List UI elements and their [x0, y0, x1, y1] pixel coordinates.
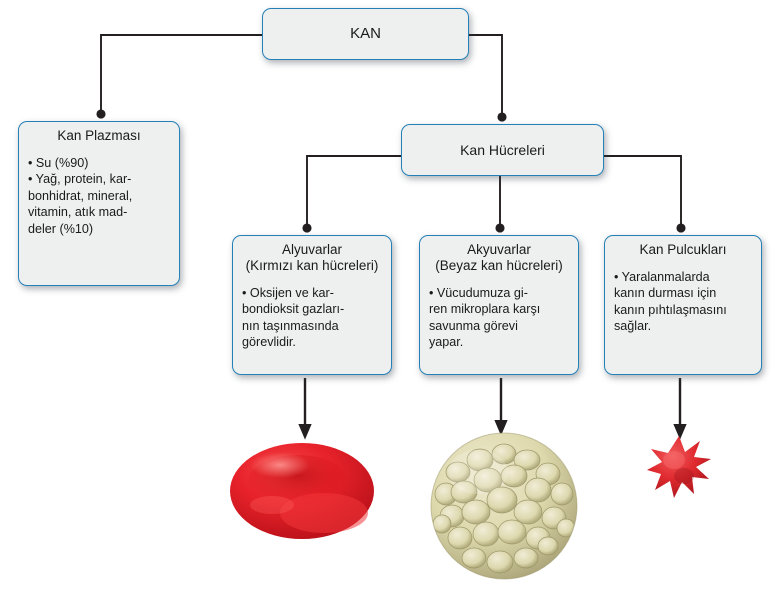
- node-kan-pulcuklari-body: • Yaralanmalarda kanın durması için kanı…: [614, 270, 727, 334]
- node-kan-hucreleri[interactable]: Kan Hücreleri: [401, 124, 604, 176]
- node-kan-pulcuklari[interactable]: Kan Pulcukları • Yaralanmalarda kanın du…: [604, 235, 762, 375]
- node-kan-plazmasi-title: Kan Plazması: [57, 128, 141, 143]
- node-kan-plazmasi[interactable]: Kan Plazması • Su (%90) • Yağ, protein, …: [18, 121, 180, 286]
- node-kan-hucreleri-title: Kan Hücreleri: [460, 142, 545, 158]
- node-akyuvarlar[interactable]: Akyuvarlar (Beyaz kan hücreleri) • Vücud…: [419, 235, 579, 375]
- node-akyuvarlar-title: Akyuvarlar (Beyaz kan hücreleri): [435, 242, 563, 273]
- node-kan-plazmasi-body: • Su (%90) • Yağ, protein, kar- bonhidra…: [28, 156, 133, 236]
- edge-kan-to-plazma: [96, 34, 262, 119]
- platelet-image: [647, 436, 711, 498]
- red-blood-cell-image: [230, 443, 374, 539]
- edge-kan-to-hucreleri: [469, 34, 507, 122]
- node-alyuvarlar[interactable]: Alyuvarlar (Kırmızı kan hücreleri) • Oks…: [232, 235, 392, 375]
- node-kan-pulcuklari-title: Kan Pulcukları: [639, 242, 727, 257]
- node-akyuvarlar-body: • Vücudumuza gi- ren mikroplara karşı sa…: [429, 286, 541, 350]
- node-alyuvarlar-body: • Oksijen ve kar- bondioksit gazları- nı…: [242, 286, 345, 350]
- white-blood-cell-image: [430, 432, 578, 580]
- node-alyuvarlar-title: Alyuvarlar (Kırmızı kan hücreleri): [245, 242, 379, 273]
- edge-hucreleri-to-alyuvarlar: [302, 155, 401, 233]
- node-kan[interactable]: KAN: [262, 8, 469, 60]
- node-kan-title: KAN: [350, 25, 381, 42]
- edge-hucreleri-to-pulcuklar: [604, 155, 686, 233]
